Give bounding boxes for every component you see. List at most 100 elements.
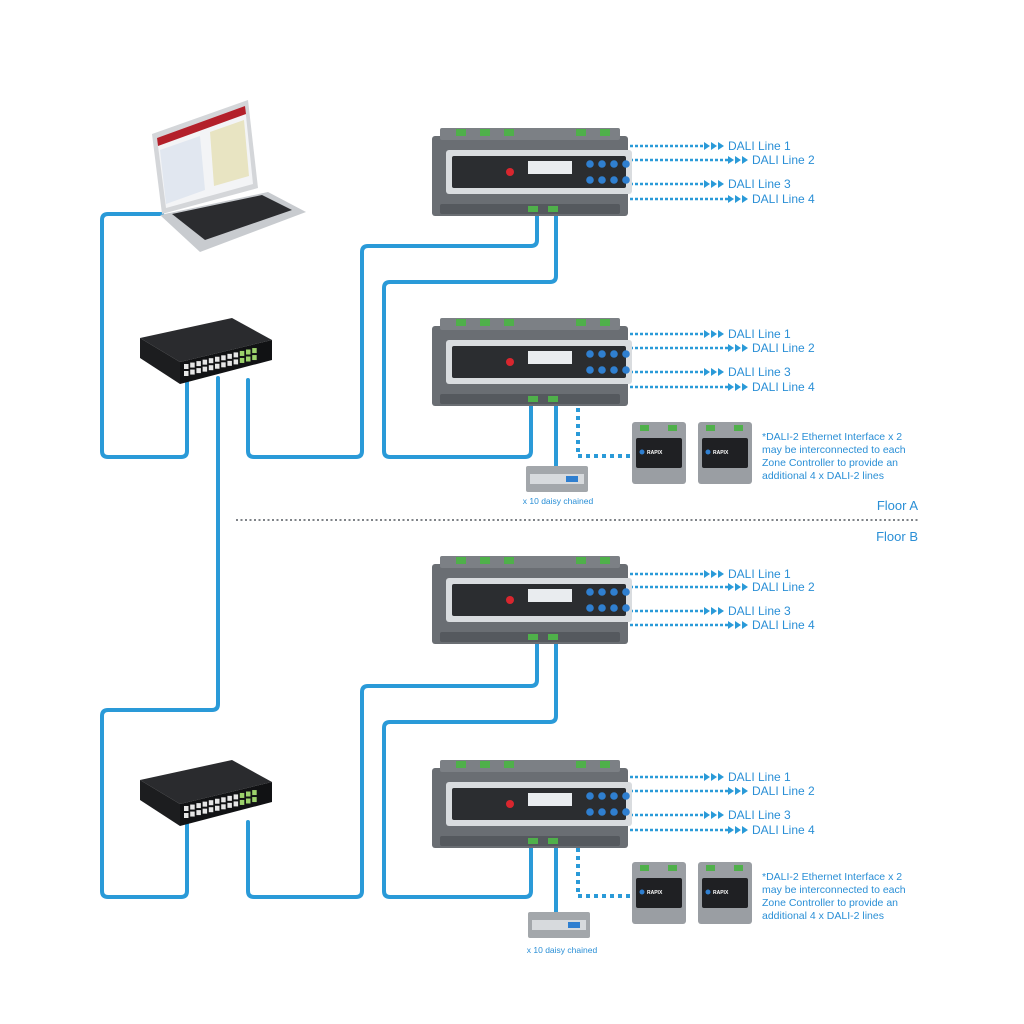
- chevron-arrow-icon: [742, 344, 748, 352]
- interface-led: [639, 889, 645, 895]
- floor-a-label: Floor A: [877, 498, 919, 513]
- controller-top-rail: [440, 556, 620, 568]
- dali-line-label: DALI Line 1: [728, 567, 791, 581]
- chevron-arrow-icon: [728, 621, 734, 629]
- switch-port: [246, 791, 251, 797]
- switch-port: [227, 360, 232, 366]
- floor-b-note-line-3: Zone Controller to provide an: [762, 897, 898, 909]
- chevron-arrow-icon: [728, 156, 734, 164]
- switch-port: [196, 368, 201, 374]
- zone-controller: [432, 318, 632, 406]
- terminal-connector: [640, 425, 649, 431]
- terminal-connector: [504, 129, 514, 136]
- switch-port: [215, 805, 220, 811]
- switch-port: [184, 806, 189, 811]
- panel-button: [598, 588, 606, 596]
- chevron-arrow-icon: [711, 180, 717, 188]
- chevron-arrow-icon: [742, 195, 748, 203]
- dali-line-output: DALI Line 2: [620, 784, 815, 798]
- panel-button: [586, 160, 594, 168]
- switch-port: [246, 349, 251, 355]
- chevron-arrow-icon: [718, 773, 724, 781]
- chevron-arrow-icon: [735, 156, 741, 164]
- dali-line-output: DALI Line 4: [620, 192, 815, 206]
- chevron-arrow-icon: [718, 570, 724, 578]
- chevron-arrow-icon: [742, 621, 748, 629]
- floor-a-note-line-3: Zone Controller to provide an: [762, 457, 898, 469]
- switch-port: [239, 357, 245, 363]
- panel-button: [586, 366, 594, 374]
- controller-lcd: [528, 351, 572, 364]
- dali-line-output: DALI Line 2: [620, 580, 815, 594]
- terminal-connector: [576, 557, 586, 564]
- terminal-connector: [528, 396, 538, 402]
- switch-port: [215, 798, 220, 804]
- daisy-device-led: [566, 476, 578, 482]
- floor-b-label: Floor B: [876, 529, 918, 544]
- dali2-ethernet-interface: RAPIX: [632, 862, 686, 924]
- interface-led: [705, 449, 711, 455]
- switch-a-to-controller-a1-cable: [246, 210, 539, 459]
- terminal-connector: [548, 396, 558, 402]
- terminal-connector: [456, 761, 466, 768]
- terminal-connector: [480, 129, 490, 136]
- controller-top-rail: [440, 318, 620, 330]
- daisy-device-led: [568, 922, 580, 928]
- daisy-chained-device: [528, 912, 590, 938]
- terminal-connector: [504, 319, 514, 326]
- panel-button: [622, 160, 630, 168]
- panel-button: [586, 588, 594, 596]
- panel-button: [586, 792, 594, 800]
- switch-port: [202, 808, 208, 814]
- controller-lcd: [528, 589, 572, 602]
- switch-port: [233, 359, 239, 365]
- chevron-arrow-icon: [718, 142, 724, 150]
- terminal-connector: [456, 557, 466, 564]
- chevron-arrow-icon: [728, 826, 734, 834]
- dali-line-label: DALI Line 1: [728, 139, 791, 153]
- chevron-arrow-icon: [718, 180, 724, 188]
- switch-port: [221, 355, 226, 361]
- chevron-arrow-icon: [718, 330, 724, 338]
- dali-line-output: DALI Line 1: [620, 327, 791, 341]
- panel-button: [598, 350, 606, 358]
- chevron-arrow-icon: [742, 156, 748, 164]
- switch-port: [246, 798, 251, 804]
- interface-panel: [702, 438, 748, 468]
- switch-port: [196, 803, 201, 809]
- controller-b1-to-controller-b2-cable: [382, 638, 558, 899]
- laptop-screen-header: [157, 106, 246, 146]
- dali-line-label: DALI Line 3: [728, 365, 791, 379]
- chevron-arrow-icon: [704, 142, 710, 150]
- dali-line-label: DALI Line 1: [728, 770, 791, 784]
- switch-a-to-switch-b-cable: [100, 376, 220, 899]
- switch-port: [196, 361, 201, 367]
- chevron-arrow-icon: [742, 787, 748, 795]
- daisy-chained-device: [526, 466, 588, 492]
- chevron-arrow-icon: [742, 826, 748, 834]
- panel-button: [622, 792, 630, 800]
- panel-button: [586, 350, 594, 358]
- terminal-connector: [668, 865, 677, 871]
- dali-line-label: DALI Line 4: [752, 192, 815, 206]
- daisy-device-panel: [532, 920, 586, 930]
- dali-line-output: DALI Line 3: [620, 604, 791, 618]
- status-indicator: [506, 358, 514, 366]
- dali-line-output: DALI Line 4: [620, 380, 815, 394]
- dali-line-label: DALI Line 2: [752, 341, 815, 355]
- panel-button: [598, 792, 606, 800]
- floor-b-dotted-link: [576, 848, 632, 898]
- dali2-ethernet-interface: RAPIX: [698, 862, 752, 924]
- dali-line-output: DALI Line 2: [620, 341, 815, 355]
- panel-button: [598, 808, 606, 816]
- chevron-arrow-icon: [735, 383, 741, 391]
- switch-port: [239, 799, 245, 805]
- floor-b-dali2-note: *DALI-2 Ethernet Interface x 2 may be in…: [762, 871, 906, 922]
- laptop-screen-panel: [160, 136, 205, 204]
- panel-button: [598, 604, 606, 612]
- terminal-connector: [600, 557, 610, 564]
- dali-line-label: DALI Line 3: [728, 177, 791, 191]
- switch-port: [252, 355, 257, 361]
- chevron-arrow-icon: [718, 811, 724, 819]
